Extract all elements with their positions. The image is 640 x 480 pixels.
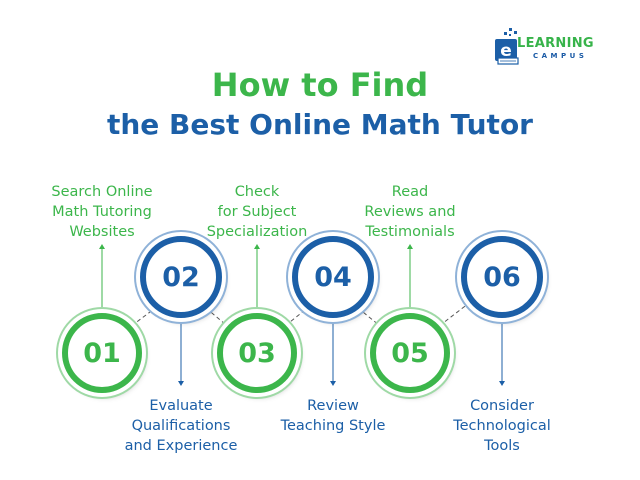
page-title-line-2: the Best Online Math Tutor xyxy=(106,108,533,141)
step-02-number: 02 xyxy=(162,261,200,293)
logo-word-learning: LEARNING xyxy=(517,36,594,51)
arrowhead-04 xyxy=(330,381,336,386)
step-01-number: 01 xyxy=(83,337,121,369)
page-title-line-1: How to Find xyxy=(211,66,429,104)
step-02-label-line-1: Evaluate xyxy=(149,398,213,414)
step-01-label-line-2: Math Tutoring xyxy=(52,204,152,220)
step-02-label-line-3: and Experience xyxy=(124,438,238,454)
arrowhead-05 xyxy=(407,244,413,249)
arrowhead-03 xyxy=(254,244,260,249)
step-03-circle: 03 xyxy=(217,313,297,393)
step-06-number: 06 xyxy=(483,261,521,293)
arrowhead-01 xyxy=(99,244,105,249)
step-03-label-line-2: for Subject xyxy=(217,204,297,220)
arrowhead-02 xyxy=(178,381,184,386)
logo-book-icon: e xyxy=(495,28,519,65)
step-02-circle: 02 xyxy=(140,236,222,318)
step-02-label-line-2: Qualifications xyxy=(131,418,231,434)
step-06-circle: 06 xyxy=(461,236,543,318)
step-05-circle: 05 xyxy=(370,313,450,393)
step-05-label-line-3: Testimonials xyxy=(365,224,455,240)
step-04-label: Review Teaching Style xyxy=(248,396,418,436)
step-01-circle: 01 xyxy=(62,313,142,393)
step-03-label: Check for Subject Specialization xyxy=(172,182,342,242)
e-learning-campus-logo: e LEARNING CAMPUS xyxy=(493,28,623,68)
step-03-label-line-1: Check xyxy=(234,184,280,200)
step-06-label-line-1: Consider xyxy=(470,398,534,414)
step-01-label: Search Online Math Tutoring Websites xyxy=(17,182,187,242)
step-05-number: 05 xyxy=(391,337,429,369)
step-02-label: Evaluate Qualifications and Experience xyxy=(96,396,266,456)
step-04-circle: 04 xyxy=(292,236,374,318)
step-03-number: 03 xyxy=(238,337,276,369)
step-05-label-line-1: Read xyxy=(391,184,429,200)
step-06-label: Consider Technological Tools xyxy=(417,396,587,456)
step-04-label-line-1: Review xyxy=(307,398,359,414)
step-04-number: 04 xyxy=(314,261,352,293)
arrowhead-06 xyxy=(499,381,505,386)
dashed-link-05-06 xyxy=(433,299,474,331)
step-06-label-line-3: Tools xyxy=(484,438,520,454)
step-01-label-line-1: Search Online xyxy=(51,184,153,200)
logo-word-campus: CAMPUS xyxy=(533,52,588,60)
step-06-label-line-2: Technological xyxy=(453,418,551,434)
step-04-label-line-2: Teaching Style xyxy=(280,418,386,434)
step-01-label-line-3: Websites xyxy=(69,224,135,240)
step-05-label: Read Reviews and Testimonials xyxy=(325,182,495,242)
step-05-label-line-2: Reviews and xyxy=(364,204,456,220)
logo-letter: e xyxy=(500,41,512,61)
step-03-label-line-3: Specialization xyxy=(206,224,308,240)
